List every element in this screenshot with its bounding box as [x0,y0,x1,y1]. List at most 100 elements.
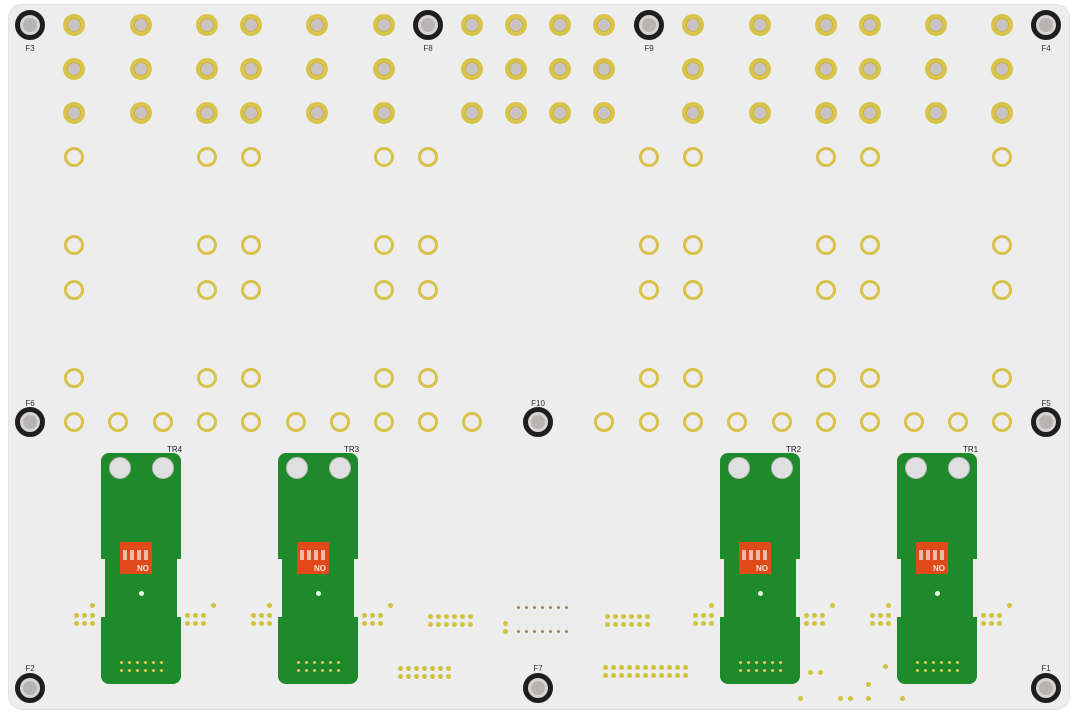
smd-pad [837,695,843,701]
header-pin [435,613,441,619]
header-pin [642,664,648,670]
plated-hole [373,14,395,36]
mounting-hole [1031,407,1061,437]
plated-hole [130,14,152,36]
module-pin [738,660,742,664]
dip-switch-label: NO [314,564,326,573]
smd-pad [250,620,256,626]
module-pin [312,668,316,672]
module-pin [159,660,163,664]
smd-pad [877,620,883,626]
dip-switch-label: NO [756,564,768,573]
module-pin [931,668,935,672]
module-label: TR4 [167,445,183,454]
plated-hole [682,102,704,124]
module-pin [746,660,750,664]
smd-pad [81,620,87,626]
mounting-hole-label: F10 [531,399,545,408]
ring-hole [153,412,173,432]
smd-pad [361,612,367,618]
ring-hole [64,235,84,255]
module-pin [746,668,750,672]
smd-pad [885,602,891,608]
module-pin [955,660,959,664]
module-via [758,591,763,596]
module-pin [762,660,766,664]
ring-hole [197,412,217,432]
header-pin [532,629,536,633]
header-pin [628,621,634,627]
module-pin [143,668,147,672]
mounting-hole [413,10,443,40]
smd-pad [882,663,888,669]
ring-hole [816,412,836,432]
smd-pad [865,681,871,687]
ring-hole [860,280,880,300]
ring-hole [639,280,659,300]
header-pin [502,628,508,634]
plated-hole [991,58,1013,80]
dip-switch-label: NO [933,564,945,573]
smd-pad [807,669,813,675]
dip-switch[interactable]: NO [120,542,152,574]
screw-icon [286,457,308,479]
header-pin [612,621,618,627]
pcb-board [8,4,1070,710]
header-pin [516,629,520,633]
module-pin [328,668,332,672]
module-pin [296,660,300,664]
ring-hole [374,412,394,432]
dip-switch[interactable]: NO [739,542,771,574]
smd-pad [89,612,95,618]
ring-hole [374,147,394,167]
smd-pad [184,620,190,626]
smd-pad [266,602,272,608]
ring-hole [683,412,703,432]
ring-hole [816,368,836,388]
smd-pad [803,620,809,626]
screw-icon [329,457,351,479]
smd-pad [200,620,206,626]
header-pin [658,664,664,670]
header-pin [413,665,419,671]
dip-switch[interactable]: NO [916,542,948,574]
smd-pad [869,612,875,618]
module-via [316,591,321,596]
header-pin [397,673,403,679]
ring-hole [418,280,438,300]
screw-icon [948,457,970,479]
plated-hole [63,14,85,36]
transceiver-module: NO [278,453,358,684]
plated-hole [505,58,527,80]
ring-hole [948,412,968,432]
ring-hole [418,368,438,388]
ring-hole [197,235,217,255]
plated-hole [461,102,483,124]
header-pin [620,621,626,627]
module-pin [127,660,131,664]
smd-pad [803,612,809,618]
smd-pad [89,620,95,626]
module-pin [119,660,123,664]
plated-hole [815,58,837,80]
module-pin [770,660,774,664]
ring-hole [418,412,438,432]
plated-hole [306,58,328,80]
mounting-hole-label: F2 [25,664,35,673]
smd-pad [869,620,875,626]
ring-hole [64,368,84,388]
module-pin [754,660,758,664]
module-pin [923,668,927,672]
header-pin [602,664,608,670]
ring-hole [374,280,394,300]
dip-switch[interactable]: NO [297,542,329,574]
header-pin [459,613,465,619]
header-pin [516,605,520,609]
header-pin [427,613,433,619]
mounting-hole [1031,673,1061,703]
smd-pad [700,612,706,618]
plated-hole [859,58,881,80]
header-pin [634,672,640,678]
plated-hole [682,14,704,36]
plated-hole [925,58,947,80]
